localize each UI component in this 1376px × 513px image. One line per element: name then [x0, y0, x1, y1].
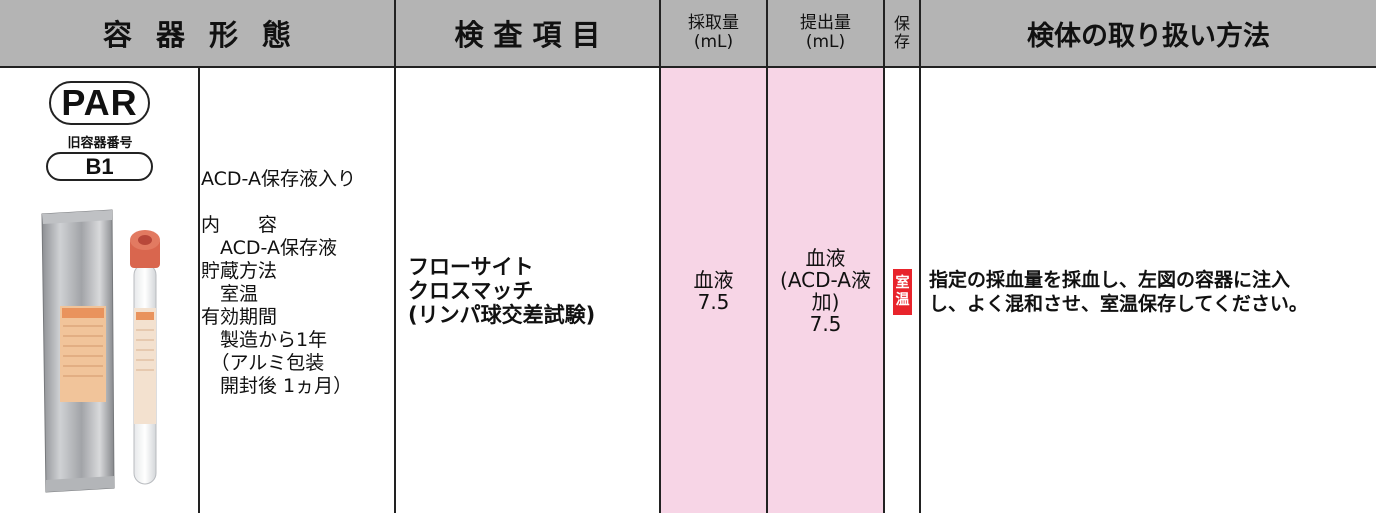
- handling-line-2: し、よく混和させ、室温保存してください。: [929, 293, 1308, 315]
- handling-instructions: 指定の採血量を採血し、左図の容器に注入 し、よく混和させ、室温保存してください。: [929, 268, 1369, 316]
- header-collect-amount-label: 採取量: [688, 13, 739, 33]
- description-line-10: 開封後 1ヵ月）: [201, 375, 353, 397]
- header-submit-amount-unit: (mL): [805, 32, 846, 52]
- exam-item-cell: フローサイト クロスマッチ (リンパ球交差試験): [396, 68, 661, 513]
- collect-amount-cell: 血液 7.5: [661, 68, 768, 513]
- description-line-3: 内 容: [201, 214, 278, 236]
- description-line-1: ACD-A保存液入り: [201, 168, 356, 190]
- header-collect-amount-unit: (mL): [693, 32, 734, 52]
- description-line-8: 製造から1年: [201, 329, 328, 351]
- submit-volume: 7.5: [809, 311, 842, 336]
- room-temp-char-1: 室: [895, 275, 910, 291]
- header-exam-item-label: 検査項目: [454, 18, 611, 52]
- header-container-form: 容器形態: [0, 0, 396, 68]
- submit-additive: (ACD-A液加): [780, 267, 871, 314]
- exam-line-1: フローサイト: [408, 254, 534, 279]
- header-handling-label: 検体の取り扱い方法: [1027, 20, 1270, 52]
- room-temp-badge: 室 温: [893, 269, 912, 315]
- container-description: ACD-A保存液入り 内 容 ACD-A保存液 貯蔵方法 室温 有効期間 製造か…: [201, 168, 356, 398]
- storage-cell: [885, 68, 921, 513]
- submit-amount-cell: 血液 (ACD-A液加) 7.5: [768, 68, 885, 513]
- header-storage-char-2: 存: [893, 32, 910, 51]
- header-container-form-label: 容器形態: [102, 18, 315, 52]
- header-storage: 保 存: [885, 0, 921, 68]
- exam-line-3: (リンパ球交差試験): [408, 302, 596, 327]
- description-line-9: （アルミ包装: [201, 352, 325, 374]
- header-submit-amount-label: 提出量: [800, 13, 851, 33]
- exam-item-text: フローサイト クロスマッチ (リンパ球交差試験): [408, 255, 595, 327]
- description-line-4: ACD-A保存液: [201, 237, 337, 259]
- handling-line-1: 指定の採血量を採血し、左図の容器に注入: [929, 269, 1291, 291]
- header-handling: 検体の取り扱い方法: [921, 0, 1376, 68]
- header-submit-amount: 提出量 (mL): [768, 0, 885, 68]
- description-spacer: [201, 191, 356, 214]
- submit-amount-text: 血液 (ACD-A液加) 7.5: [768, 247, 883, 335]
- old-code-badge: B1: [46, 152, 153, 181]
- collect-amount-text: 血液 7.5: [694, 269, 734, 313]
- header-exam-item: 検査項目: [396, 0, 661, 68]
- collect-specimen: 血液: [693, 267, 734, 292]
- header-storage-char-1: 保: [893, 14, 910, 33]
- blood-tube-with-foil-pack-icon: [41, 209, 160, 493]
- container-code-badge: PAR: [49, 81, 150, 125]
- description-line-7: 有効期間: [201, 306, 278, 328]
- container-image-cell: [0, 68, 200, 513]
- collect-volume: 7.5: [697, 289, 730, 314]
- description-line-5: 貯蔵方法: [201, 260, 278, 282]
- exam-line-2: クロスマッチ: [408, 278, 534, 303]
- old-code-label: 旧容器番号: [67, 136, 133, 151]
- submit-specimen: 血液: [805, 245, 846, 270]
- header-collect-amount: 採取量 (mL): [661, 0, 768, 68]
- description-line-6: 室温: [201, 283, 259, 305]
- container-description-cell: [200, 68, 396, 513]
- room-temp-char-2: 温: [895, 292, 910, 308]
